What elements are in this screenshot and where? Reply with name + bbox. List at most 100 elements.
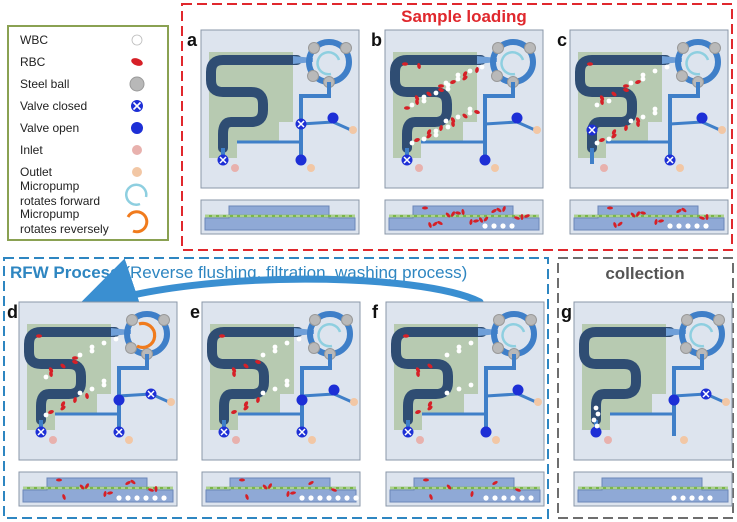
- pump-forward-arc-icon: [317, 323, 342, 348]
- wbc-cell: [455, 76, 461, 82]
- valve-closed-icon: [113, 426, 125, 438]
- legend-item: Valve closed: [20, 99, 143, 113]
- serpentine-channel: [24, 327, 120, 425]
- valve-closed-icon: [401, 154, 413, 166]
- valve-cross: [147, 390, 155, 398]
- pump-forward-arc-icon: [316, 51, 341, 76]
- rbc-cell: [125, 481, 131, 485]
- wbc-cell: [433, 132, 439, 138]
- outlet-channel: [300, 354, 332, 396]
- inlet-dot-icon: [416, 436, 424, 444]
- cross-section: [201, 471, 361, 507]
- rbc-cell: [599, 95, 605, 101]
- rbc-cell: [607, 206, 613, 210]
- rbc-cell: [56, 478, 62, 482]
- rbc-cell: [640, 211, 646, 215]
- rbc-cell: [469, 219, 473, 225]
- valve-open-icon: [511, 112, 523, 124]
- wbc-cell: [455, 72, 461, 78]
- side-channel-2: [669, 120, 703, 126]
- wbc-cell: [272, 344, 278, 350]
- wbc-cell: [479, 64, 485, 70]
- rbc-cell: [520, 214, 524, 220]
- rbc-cell: [611, 91, 617, 97]
- valve-cross: [588, 126, 596, 134]
- cross-section-channel: [204, 205, 356, 231]
- rbc-cell: [286, 491, 290, 497]
- wbc-cell: [689, 495, 695, 501]
- pump-forward-arc-icon: [500, 51, 525, 76]
- rbc-cell: [85, 393, 89, 399]
- steel-ball: [307, 70, 319, 82]
- rbc-cell: [611, 133, 617, 139]
- chip-panel-g: [573, 301, 733, 507]
- outlet-dot-icon: [533, 126, 541, 134]
- valve-cross: [37, 428, 45, 436]
- rfw-title-bold: RFW Process: [10, 263, 120, 282]
- legend-item: WBC: [20, 33, 143, 47]
- wbc-cell: [595, 411, 601, 417]
- side-channel: [516, 120, 536, 132]
- cross-section: [573, 471, 733, 507]
- valve-cross: [115, 428, 123, 436]
- rbc-cell: [130, 479, 136, 485]
- wbc-cell: [652, 68, 658, 74]
- panel-label-f: f: [372, 302, 379, 322]
- valve-cross: [219, 156, 227, 164]
- pump-reverse-arc-icon: [136, 321, 157, 350]
- rbc-cell: [587, 62, 593, 66]
- steel-ball: [308, 342, 320, 354]
- panel-label-c: c: [557, 30, 567, 50]
- wbc-cell: [443, 118, 449, 124]
- valve-open-icon: [131, 122, 143, 134]
- rbc-cell: [62, 494, 66, 500]
- valve-closed-icon: [664, 154, 676, 166]
- legend-item: Steel ball: [20, 76, 145, 92]
- valve-open-icon: [295, 154, 307, 166]
- outlet-dot-icon: [534, 398, 542, 406]
- rbc-cell: [428, 222, 432, 228]
- wbc-cell: [483, 495, 489, 501]
- chip-panel-d: [18, 301, 178, 507]
- valve-closed-icon: [145, 388, 157, 400]
- rfw-process-frame: [3, 257, 549, 519]
- side-channel: [333, 392, 353, 404]
- outlet-dot-icon: [125, 436, 133, 444]
- side-channel-2: [485, 392, 519, 398]
- rbc-cell: [636, 211, 640, 217]
- rbc-cell: [524, 214, 530, 218]
- rbc-cell: [331, 488, 337, 492]
- wbc-cell: [284, 378, 290, 384]
- wbc-cell: [528, 495, 534, 501]
- valve-cross: [220, 428, 228, 436]
- rbc-cell: [60, 405, 66, 411]
- rbc-cell: [415, 367, 421, 373]
- serpentine-channel: [579, 327, 675, 425]
- wbc-cell: [101, 382, 107, 388]
- steel-ball: [341, 314, 353, 326]
- wbc-cell: [606, 136, 612, 142]
- wbc-cell: [113, 336, 119, 342]
- outlet-channel: [484, 354, 516, 396]
- rbc-cell: [79, 484, 85, 490]
- rbc-cell: [451, 211, 455, 217]
- rbc-cell: [48, 410, 54, 414]
- wbc-cell: [680, 495, 686, 501]
- cross-section: [200, 199, 360, 235]
- sample-loading-frame: [181, 3, 733, 251]
- steel-ball: [676, 70, 688, 82]
- rbc-cell: [515, 488, 521, 492]
- wbc-cell: [519, 495, 525, 501]
- valve-closed-icon: [218, 426, 230, 438]
- inlet-dot-icon: [604, 436, 612, 444]
- rbc-cell: [658, 219, 664, 223]
- side-channel: [701, 120, 721, 132]
- steel-ball: [492, 42, 504, 54]
- wbc-cell: [409, 102, 415, 108]
- wbc-cell: [492, 495, 498, 501]
- valve-closed-icon: [296, 426, 308, 438]
- valve-open-icon: [512, 384, 524, 396]
- rbc-cell: [462, 75, 468, 81]
